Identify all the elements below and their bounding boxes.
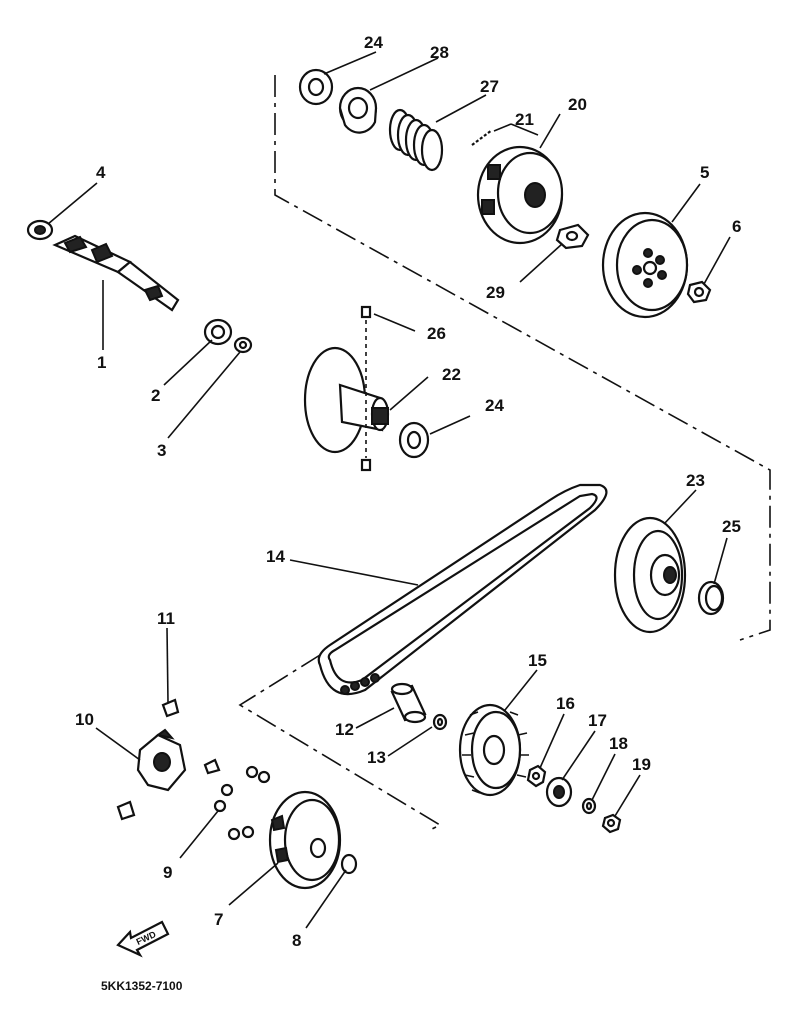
washer-13 (432, 713, 448, 731)
compression-spring-27 (388, 108, 444, 172)
spring-21 (471, 129, 493, 146)
callout-8: 8 (292, 931, 301, 950)
leader-lines (47, 51, 731, 929)
callout-9: 9 (163, 863, 172, 882)
secondary-sheave-22 (303, 346, 390, 454)
clutch-carrier-20 (476, 145, 564, 245)
nut-29 (555, 223, 590, 250)
clutch-housing-5 (601, 211, 689, 319)
callout-5: 5 (700, 163, 709, 182)
callout-7: 7 (214, 910, 223, 929)
callout-3: 3 (157, 441, 166, 460)
washer-3 (233, 336, 253, 354)
callout-26: 26 (427, 324, 446, 343)
oil-seal-24-lower (398, 421, 430, 459)
assembly-boundary-lines (238, 75, 771, 831)
bearing-17 (545, 776, 573, 808)
forward-arrow-icon: FWD (116, 920, 170, 958)
callout-4: 4 (96, 163, 106, 182)
callout-22: 22 (442, 365, 461, 384)
fixed-sheave-23 (613, 516, 687, 634)
callout-11: 11 (157, 609, 175, 628)
slider-11 (161, 698, 180, 718)
callout-6: 6 (732, 217, 741, 236)
callout-20: 20 (568, 95, 587, 114)
callout-18: 18 (609, 734, 628, 753)
washer-8 (340, 853, 358, 875)
guide-pin-26 (360, 305, 372, 472)
nut-19 (601, 813, 622, 834)
primary-sliding-sheave-7 (268, 790, 342, 890)
callout-13: 13 (367, 748, 386, 767)
callout-24-upper: 24 (364, 33, 383, 52)
callout-27: 27 (480, 77, 499, 96)
callout-17: 17 (588, 711, 607, 730)
v-belt-14 (317, 483, 608, 696)
callout-14: 14 (266, 547, 285, 566)
primary-fixed-sheave-15 (458, 703, 529, 797)
callout-25: 25 (722, 517, 741, 536)
callout-23: 23 (686, 471, 705, 490)
collar-12 (390, 682, 427, 724)
callout-29: 29 (486, 283, 505, 302)
slider-11b (116, 758, 221, 821)
one-way-gear-16 (526, 764, 547, 788)
callout-2: 2 (151, 386, 160, 405)
nut-6 (686, 280, 712, 304)
drive-shaft (52, 234, 180, 312)
callout-15: 15 (528, 651, 547, 670)
collar-28 (338, 86, 378, 134)
callout-10: 10 (75, 710, 94, 729)
circlip-25 (697, 580, 725, 616)
callout-16: 16 (556, 694, 575, 713)
diagram-code: 5KK1352-7100 (101, 979, 183, 993)
callout-numbers: 1 2 3 4 5 6 7 8 9 10 11 12 13 14 15 16 1… (75, 33, 741, 950)
callout-19: 19 (632, 755, 651, 774)
callout-21: 21 (515, 110, 534, 129)
callout-24-lower: 24 (485, 396, 504, 415)
cam-10 (136, 728, 187, 792)
callout-12: 12 (335, 720, 354, 739)
weight-9 (213, 765, 271, 841)
bearing-4 (26, 219, 54, 241)
oil-seal-24-upper (298, 68, 334, 106)
callout-1: 1 (97, 353, 106, 372)
washer-18 (581, 797, 597, 815)
bearing-2 (203, 318, 233, 346)
callout-28: 28 (430, 43, 449, 62)
